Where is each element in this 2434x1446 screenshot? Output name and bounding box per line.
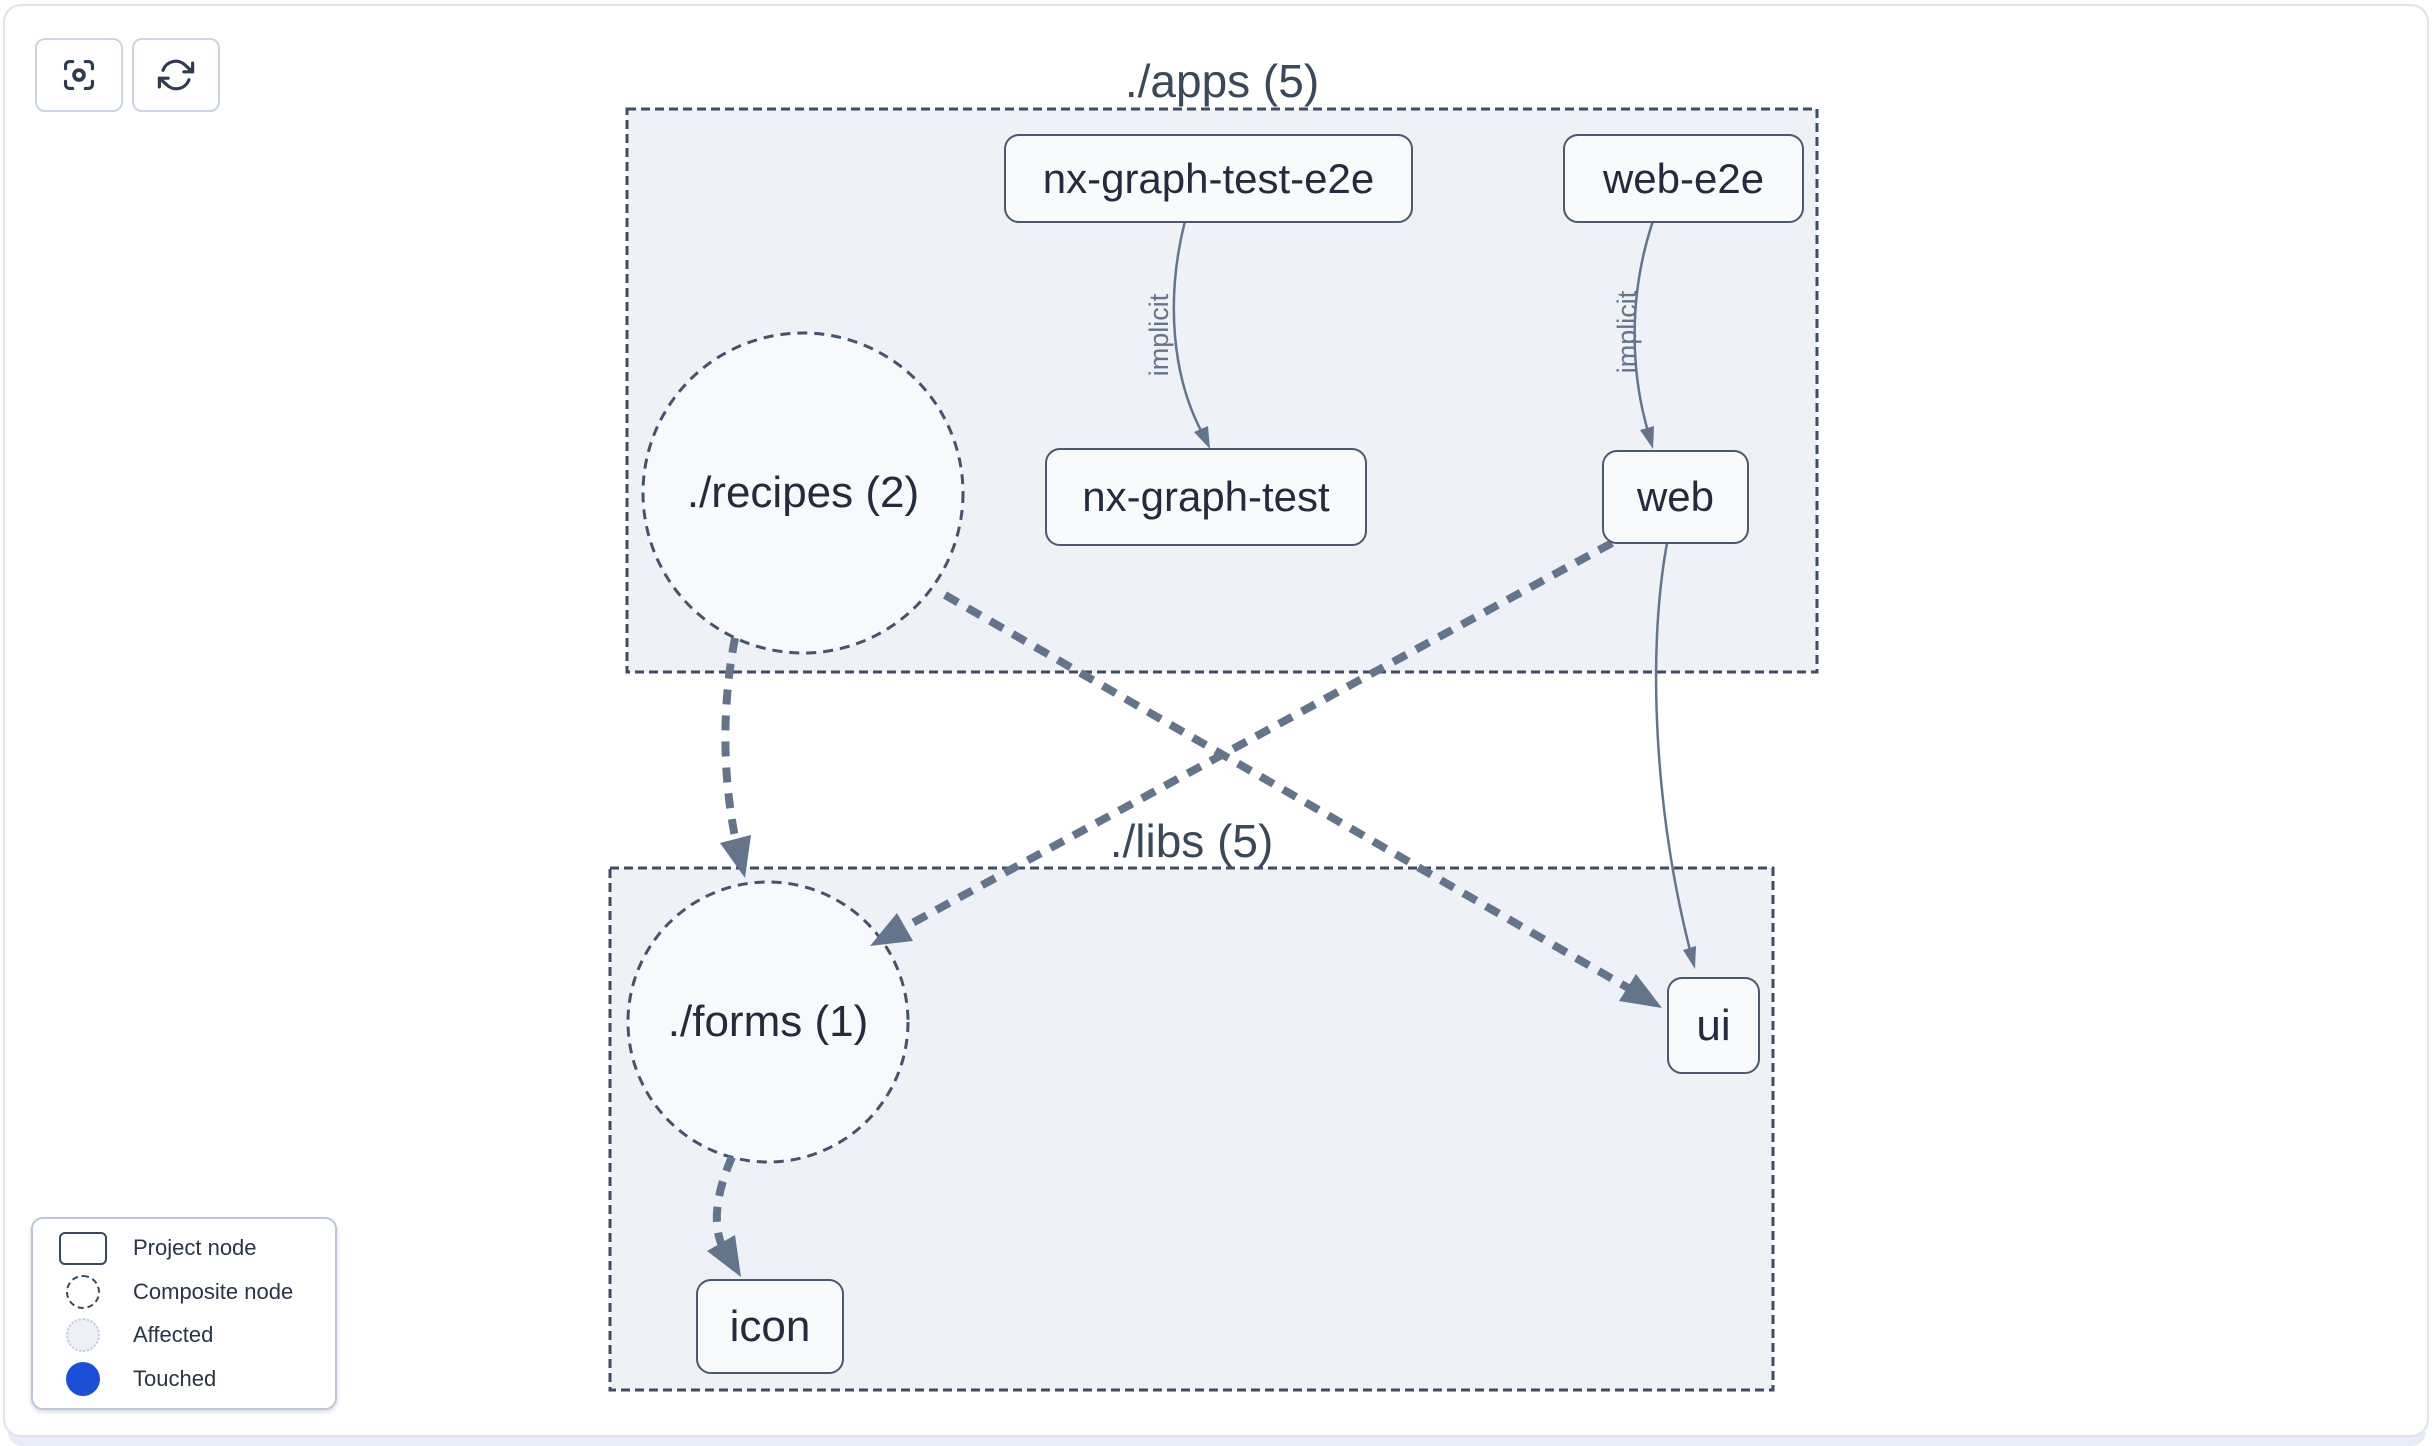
edge-recipes-to-forms bbox=[721, 637, 744, 861]
project-node-swatch bbox=[33, 1231, 133, 1265]
node-ui[interactable]: ui bbox=[1667, 977, 1760, 1074]
group-title-libs[interactable]: ./libs (5) bbox=[1109, 815, 1274, 867]
legend-row-touched: Touched bbox=[33, 1359, 335, 1399]
legend-label: Affected bbox=[133, 1322, 214, 1348]
node-label: nx-graph-test bbox=[1082, 473, 1330, 520]
arrowhead-ui-thin bbox=[1683, 946, 1696, 969]
node-web[interactable]: web bbox=[1602, 450, 1749, 544]
node-label: web bbox=[1636, 473, 1715, 520]
legend-row-project-node: Project node bbox=[33, 1228, 335, 1268]
edge-webe2e-to-web bbox=[1633, 220, 1655, 439]
focus-crosshair-icon bbox=[63, 59, 95, 91]
node-forms-composite[interactable]: ./forms (1) bbox=[628, 882, 908, 1162]
arrowhead-ui-thick bbox=[1619, 974, 1662, 1008]
node-label: web-e2e bbox=[1602, 154, 1765, 202]
touched-swatch bbox=[33, 1361, 133, 1396]
legend-label: Composite node bbox=[133, 1278, 294, 1304]
edge-label-implicit-1: implicit bbox=[1144, 293, 1174, 376]
node-label: nx-graph-test-e2e bbox=[1042, 154, 1375, 202]
composite-circle-forms[interactable] bbox=[626, 880, 910, 1164]
edge-nxgraphteste2e-to-nxgraphtest bbox=[1172, 220, 1207, 439]
node-icon[interactable]: icon bbox=[696, 1279, 844, 1374]
node-web-e2e[interactable]: web-e2e bbox=[1563, 134, 1804, 223]
legend-label: Touched bbox=[133, 1365, 217, 1391]
legend-row-composite-node: Composite node bbox=[33, 1272, 335, 1312]
node-label: ui bbox=[1696, 1000, 1731, 1050]
legend-label: Project node bbox=[133, 1235, 257, 1261]
composite-node-swatch bbox=[33, 1274, 133, 1309]
legend: Project node Composite node Affected Tou… bbox=[31, 1217, 337, 1410]
arrowhead-forms-top bbox=[720, 835, 751, 878]
refresh-button[interactable] bbox=[132, 38, 220, 112]
edge-web-to-forms bbox=[903, 539, 1614, 931]
node-nx-graph-test-e2e[interactable]: nx-graph-test-e2e bbox=[1004, 134, 1413, 223]
group-title-apps[interactable]: ./apps (5) bbox=[1124, 55, 1320, 107]
node-label: ./recipes (2) bbox=[686, 468, 920, 517]
edge-label-implicit-2: implicit bbox=[1612, 290, 1642, 373]
edge-web-to-ui bbox=[1654, 542, 1694, 959]
arrowhead-web bbox=[1640, 426, 1654, 449]
edge-recipes-to-ui bbox=[943, 591, 1632, 993]
arrowhead-forms-right bbox=[870, 913, 913, 946]
arrowhead-icon bbox=[707, 1235, 741, 1277]
node-recipes-composite[interactable]: ./recipes (2) bbox=[643, 333, 963, 653]
node-nx-graph-test[interactable]: nx-graph-test bbox=[1045, 448, 1367, 546]
node-label: icon bbox=[729, 1301, 811, 1351]
composite-circle-recipes[interactable] bbox=[641, 331, 965, 655]
focus-button[interactable] bbox=[35, 38, 123, 112]
arrowhead-nxgraphtest bbox=[1194, 426, 1210, 449]
affected-swatch bbox=[33, 1318, 133, 1353]
refresh-icon bbox=[157, 59, 195, 91]
node-label: ./forms (1) bbox=[667, 997, 869, 1046]
legend-row-affected: Affected bbox=[33, 1315, 335, 1355]
